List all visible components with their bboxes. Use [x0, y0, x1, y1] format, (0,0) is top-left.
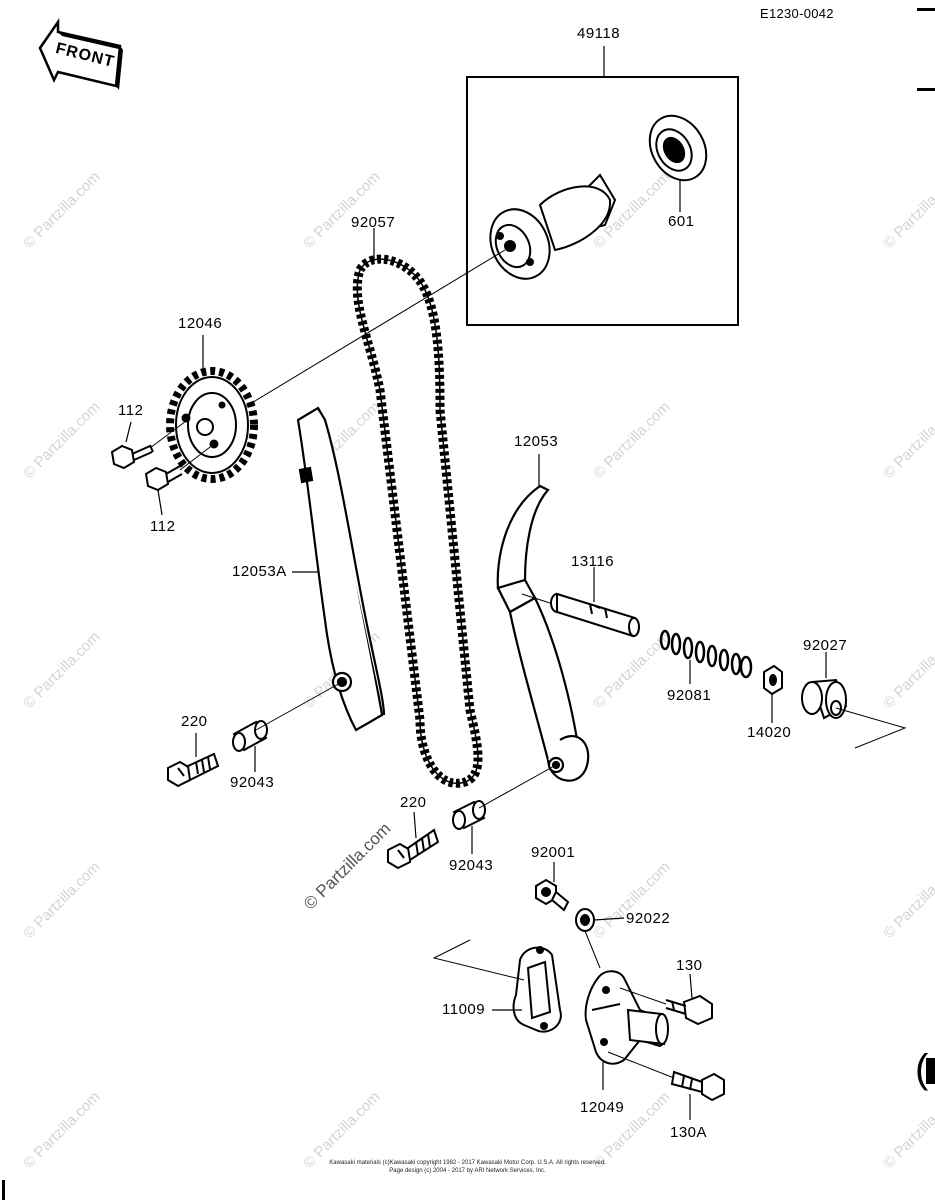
- nut-icon: [763, 664, 783, 696]
- bolt-icon: [144, 465, 183, 492]
- bolt-icon: [387, 828, 440, 870]
- bolt-icon: [110, 444, 154, 470]
- bolt-icon: [665, 994, 713, 1026]
- leader-92022: [593, 917, 625, 921]
- edge-mark: [926, 1058, 935, 1084]
- axis-line: [239, 249, 506, 411]
- leader-220: [413, 811, 417, 839]
- document-id: E1230-0042: [760, 6, 834, 21]
- axis-line: [255, 681, 343, 731]
- part-label-112-bottom: 112: [150, 518, 176, 535]
- tensioner-body-icon: [584, 970, 669, 1065]
- spring-icon: [659, 629, 753, 679]
- part-label-220-left: 220: [181, 713, 208, 730]
- front-arrow-icon: [38, 17, 123, 90]
- part-label-92081: 92081: [667, 687, 712, 704]
- footer-page-design: Page design (c) 2004 - 2017 by ARI Netwo…: [389, 1168, 546, 1174]
- collar-icon: [232, 720, 268, 752]
- edge-mark: [917, 8, 935, 11]
- axis-line: [584, 930, 601, 969]
- gasket-icon: [512, 946, 562, 1033]
- reference-line: [432, 939, 525, 981]
- bolt-icon: [670, 1070, 725, 1102]
- axis-line: [619, 987, 667, 1005]
- leader-130: [689, 973, 693, 999]
- part-label-92043-left: 92043: [230, 774, 275, 791]
- collar-icon: [452, 800, 486, 830]
- cap-icon: [801, 678, 848, 720]
- part-label-601: 601: [668, 213, 695, 230]
- push-rod-icon: [550, 592, 640, 638]
- footer-copyright: Kawasaki materials (c)Kawasaki copyright…: [329, 1160, 606, 1166]
- part-label-92001: 92001: [531, 844, 576, 861]
- axis-line: [478, 764, 557, 809]
- axis-line: [607, 1051, 675, 1079]
- part-label-130A: 130A: [670, 1124, 708, 1141]
- bolt-icon: [535, 878, 570, 912]
- bolt-icon: [167, 752, 220, 788]
- part-label-12049: 12049: [580, 1099, 625, 1116]
- part-label-92027: 92027: [803, 637, 848, 654]
- part-label-49118: 49118: [577, 25, 621, 42]
- part-label-12053A: 12053A: [232, 563, 287, 580]
- part-label-92057: 92057: [351, 214, 396, 231]
- part-label-12053: 12053: [514, 433, 559, 450]
- part-label-92043-mid: 92043: [449, 857, 494, 874]
- chain-guide-icon: [296, 406, 386, 732]
- reference-line: [835, 707, 907, 749]
- part-label-130: 130: [676, 957, 703, 974]
- sprocket-icon: [166, 367, 258, 483]
- edge-mark: (: [915, 1047, 929, 1091]
- edge-mark: [917, 88, 935, 91]
- part-label-11009: 11009: [442, 1001, 486, 1018]
- bolt-axis: [179, 443, 215, 471]
- camshaft-box: [466, 76, 739, 326]
- bearing-icon: [648, 114, 708, 182]
- part-label-12046: 12046: [178, 315, 223, 332]
- part-label-13116: 13116: [571, 553, 615, 570]
- axis-line: [521, 593, 551, 604]
- leader-112: [125, 421, 132, 443]
- part-label-14020: 14020: [747, 724, 792, 741]
- timing-chain-icon: [352, 254, 483, 788]
- part-label-92022: 92022: [626, 910, 671, 927]
- part-label-220-mid: 220: [400, 794, 427, 811]
- camshaft-icon: [489, 173, 617, 280]
- leader-112: [157, 489, 163, 516]
- tensioner-guide-icon: [496, 484, 590, 782]
- part-label-112-top: 112: [118, 402, 144, 419]
- washer-icon: [575, 908, 595, 932]
- edge-mark: [2, 1180, 5, 1200]
- bolt-axis: [149, 420, 187, 449]
